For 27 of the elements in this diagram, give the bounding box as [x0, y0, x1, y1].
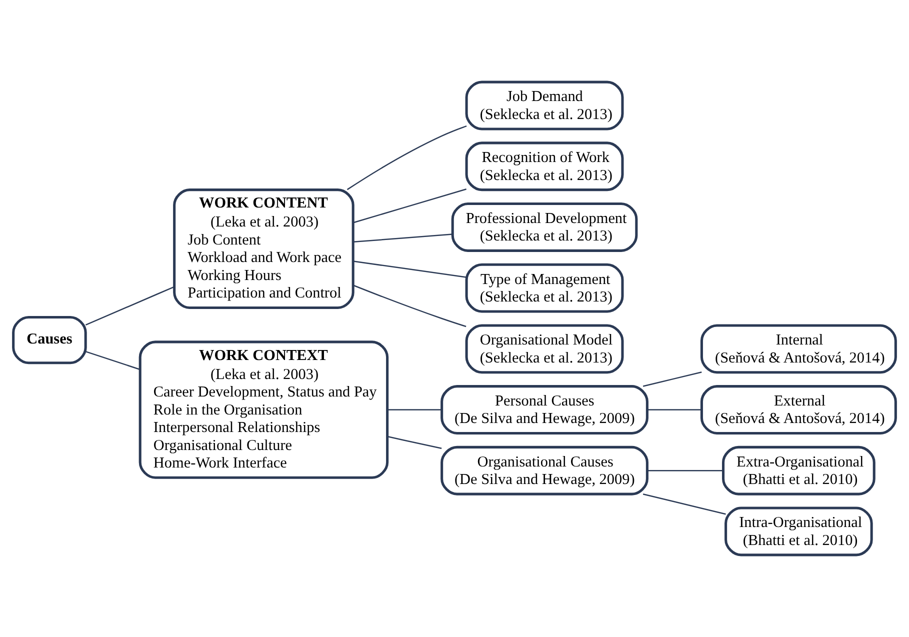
node-box: Extra-Organisational (Bhatti et al. 2010)	[722, 446, 876, 496]
node-box: Type of Management (Seklecka et al. 2013)	[465, 263, 624, 313]
connector	[353, 188, 466, 224]
connector	[353, 284, 466, 328]
node-box: Causes	[12, 316, 87, 364]
connector	[642, 494, 726, 515]
node-box: Intra-Organisational (Bhatti et al. 2010)	[724, 506, 873, 556]
node-box: Organisational Model (Seklecka et al. 2013)	[465, 324, 624, 374]
node-box: WORK CONTENT (Leka et al. 2003) Job Content Workload and Work pace Working Hours Participation and Control	[173, 188, 354, 309]
connector	[387, 436, 442, 450]
connector	[647, 470, 723, 472]
connector	[647, 409, 702, 410]
connector	[387, 409, 442, 410]
node-box: Recognition of Work (Seklecka et al. 2013)	[465, 142, 624, 192]
node-box: Job Demand (Seklecka et al. 2013)	[465, 80, 624, 130]
connector	[85, 286, 174, 326]
connector	[346, 125, 467, 190]
connector	[353, 260, 466, 278]
connector	[353, 234, 452, 243]
connector	[642, 371, 702, 387]
node-box: WORK CONTEXT (Leka et al. 2003) Career Development, Status and Pay Role in the Organisation Interpersonal Relationships Organisational Culture Home-Work Interface	[138, 340, 389, 479]
node-box: Professional Development (Seklecka et al. 2013)	[451, 202, 638, 252]
node-box: Internal (Seňová & Antošová, 2014)	[700, 324, 897, 374]
node-box: Personal Causes (De Silva and Hewage, 2009)	[440, 385, 648, 434]
connector	[86, 350, 140, 370]
node-box: External (Seňová & Antošová, 2014)	[700, 385, 897, 434]
node-box: Organisational Causes (De Silva and Hewage, 2009)	[440, 446, 648, 496]
